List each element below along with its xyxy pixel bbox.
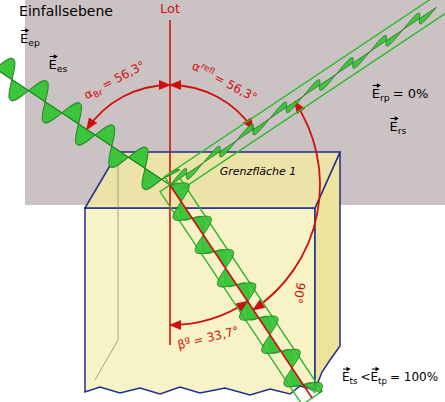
normal-label: Lot — [160, 1, 180, 17]
angle-label: αBr= 56,3° — [82, 58, 149, 104]
wave-lobe — [62, 103, 82, 124]
field-symbol: E — [390, 119, 398, 135]
vector-arrow — [390, 115, 400, 121]
angle-arc — [253, 102, 320, 310]
vector-arrow — [372, 82, 382, 88]
vector-arrow — [20, 27, 30, 33]
field-symbol: E — [372, 86, 380, 102]
wave-lobe — [9, 80, 29, 101]
symbol: 90° — [290, 281, 307, 304]
value-text: = 0% — [393, 86, 429, 101]
value-text: = 33,7° — [192, 323, 241, 348]
subscript: rs — [398, 125, 407, 136]
beam-outline — [164, 0, 445, 193]
beam-outline — [160, 178, 322, 402]
wave-lobe — [386, 30, 403, 47]
wave-lobe — [203, 146, 220, 163]
wave-lobe — [186, 163, 203, 180]
wave-lobe — [270, 102, 287, 119]
wave-lobe — [76, 124, 95, 146]
symbol: Einfallsebene — [19, 3, 113, 19]
angle-label: αrefl= 56,3° — [190, 57, 261, 105]
wave-lobe — [403, 13, 420, 30]
wave-lobe — [109, 146, 129, 167]
field-label: Ets<Etp= 100% — [342, 370, 438, 386]
incident-ray — [0, 68, 170, 185]
value-text: = 56,3° — [212, 70, 260, 104]
field-symbol: E — [342, 370, 350, 384]
wave-lobe — [143, 168, 162, 190]
wave-lobe — [303, 80, 320, 97]
subscript: es — [57, 63, 68, 74]
superscript: refl — [199, 61, 216, 76]
wave-lobe — [237, 124, 254, 141]
wave-lobe — [43, 102, 62, 124]
subscript: ts — [350, 376, 358, 386]
subscript: rp — [380, 92, 390, 103]
wave-lobe — [29, 81, 49, 102]
wave-lobe — [10, 80, 29, 102]
field-symbol: E — [20, 31, 28, 47]
value-text: = 100% — [390, 370, 438, 384]
glass-block — [85, 152, 340, 395]
wave-lobe — [253, 118, 270, 135]
wave-lobe — [75, 124, 95, 145]
wave-lobe — [128, 147, 148, 168]
wave-lobe — [142, 168, 162, 189]
subscript: ep — [28, 37, 40, 48]
field-symbol: E — [49, 57, 57, 73]
wave-lobe — [353, 52, 370, 69]
wave-lobe — [95, 125, 115, 146]
wave-lobe — [336, 58, 353, 75]
angle-label: 90° — [290, 281, 308, 304]
vector-arrow — [370, 366, 380, 372]
field-label: Eep — [20, 31, 40, 48]
symbol: Lot — [160, 1, 180, 16]
wave-lobe — [286, 96, 303, 113]
angle-label: βg= 33,7° — [176, 322, 241, 353]
wave-lobe — [110, 146, 129, 168]
wave-lobe — [42, 102, 62, 123]
angle-arc — [87, 85, 170, 130]
vector-arrow — [49, 53, 59, 59]
wave-lobe — [419, 7, 436, 24]
field-label: Ers — [390, 119, 407, 136]
wave-lobe — [320, 74, 337, 91]
wave-lobe — [370, 35, 387, 52]
field-label: Erp= 0% — [372, 86, 429, 103]
wave-lobe — [29, 80, 48, 102]
surface-label: Grenzfläche 1 — [220, 165, 297, 178]
wave-lobe — [95, 125, 114, 147]
symbol: Grenzfläche 1 — [220, 165, 297, 178]
normal-line — [169, 20, 171, 345]
refracted-ray — [170, 185, 312, 398]
wave-lobe — [62, 102, 81, 124]
subscript: tp — [378, 376, 387, 386]
value-text: < — [360, 370, 370, 384]
wave-lobe — [128, 147, 147, 169]
value-text: = 56,3° — [100, 58, 148, 92]
field-label: Ees — [49, 57, 68, 74]
vector-arrow — [342, 366, 352, 372]
wave-lobe — [220, 141, 237, 158]
field-symbol: E — [370, 370, 378, 384]
plane-label: Einfallsebene — [19, 3, 113, 20]
